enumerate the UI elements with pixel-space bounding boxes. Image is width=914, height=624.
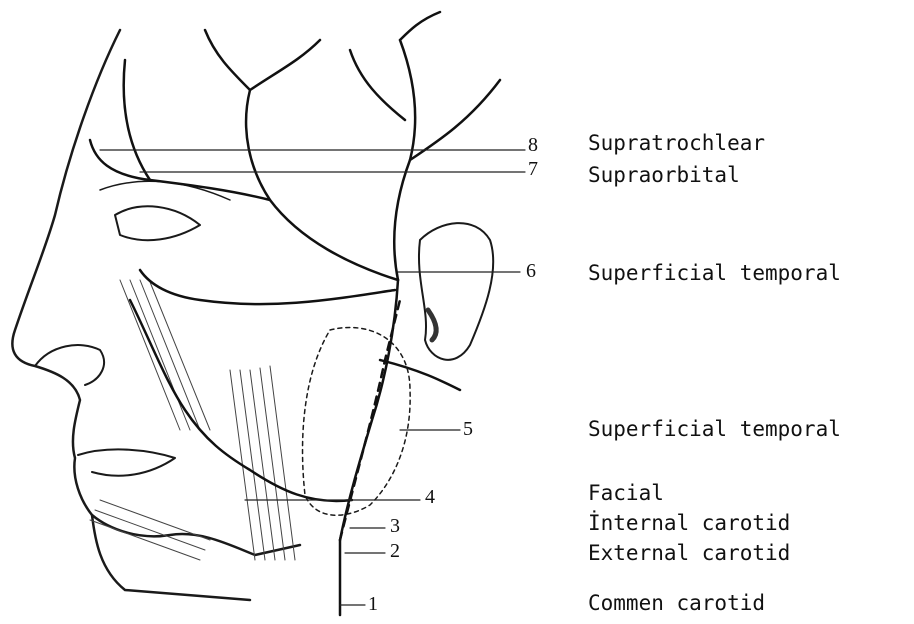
brow-outline <box>100 181 230 200</box>
callout-number-2: 2 <box>390 540 400 563</box>
frontal-branch <box>246 90 398 280</box>
label-superficial-temporal-lower: Superficial temporal <box>588 417 841 441</box>
label-superficial-temporal-upper: Superficial temporal <box>588 261 841 285</box>
transverse-facial-artery <box>140 270 395 304</box>
ear-canal <box>428 310 436 340</box>
label-facial: Facial <box>588 481 664 505</box>
label-supraorbital: Supraorbital <box>588 163 740 187</box>
callout-number-7: 7 <box>528 158 538 181</box>
label-internal-carotid: İnternal carotid <box>588 511 790 535</box>
callout-number-3: 3 <box>390 515 400 538</box>
callout-number-8: 8 <box>528 134 538 157</box>
lips-outline <box>78 449 175 475</box>
facial-artery <box>130 300 352 501</box>
callout-number-1: 1 <box>368 593 378 616</box>
callout-number-6: 6 <box>526 260 536 283</box>
parotid-gland-outline <box>303 328 411 516</box>
label-supratrochlear: Supratrochlear <box>588 131 765 155</box>
label-common-carotid: Commen carotid <box>588 591 765 615</box>
face-profile-outline <box>12 30 250 600</box>
nose-outline <box>35 345 104 385</box>
callout-number-4: 4 <box>425 486 435 509</box>
label-external-carotid: External carotid <box>588 541 790 565</box>
eye-outline <box>115 206 200 240</box>
callout-number-5: 5 <box>463 418 473 441</box>
